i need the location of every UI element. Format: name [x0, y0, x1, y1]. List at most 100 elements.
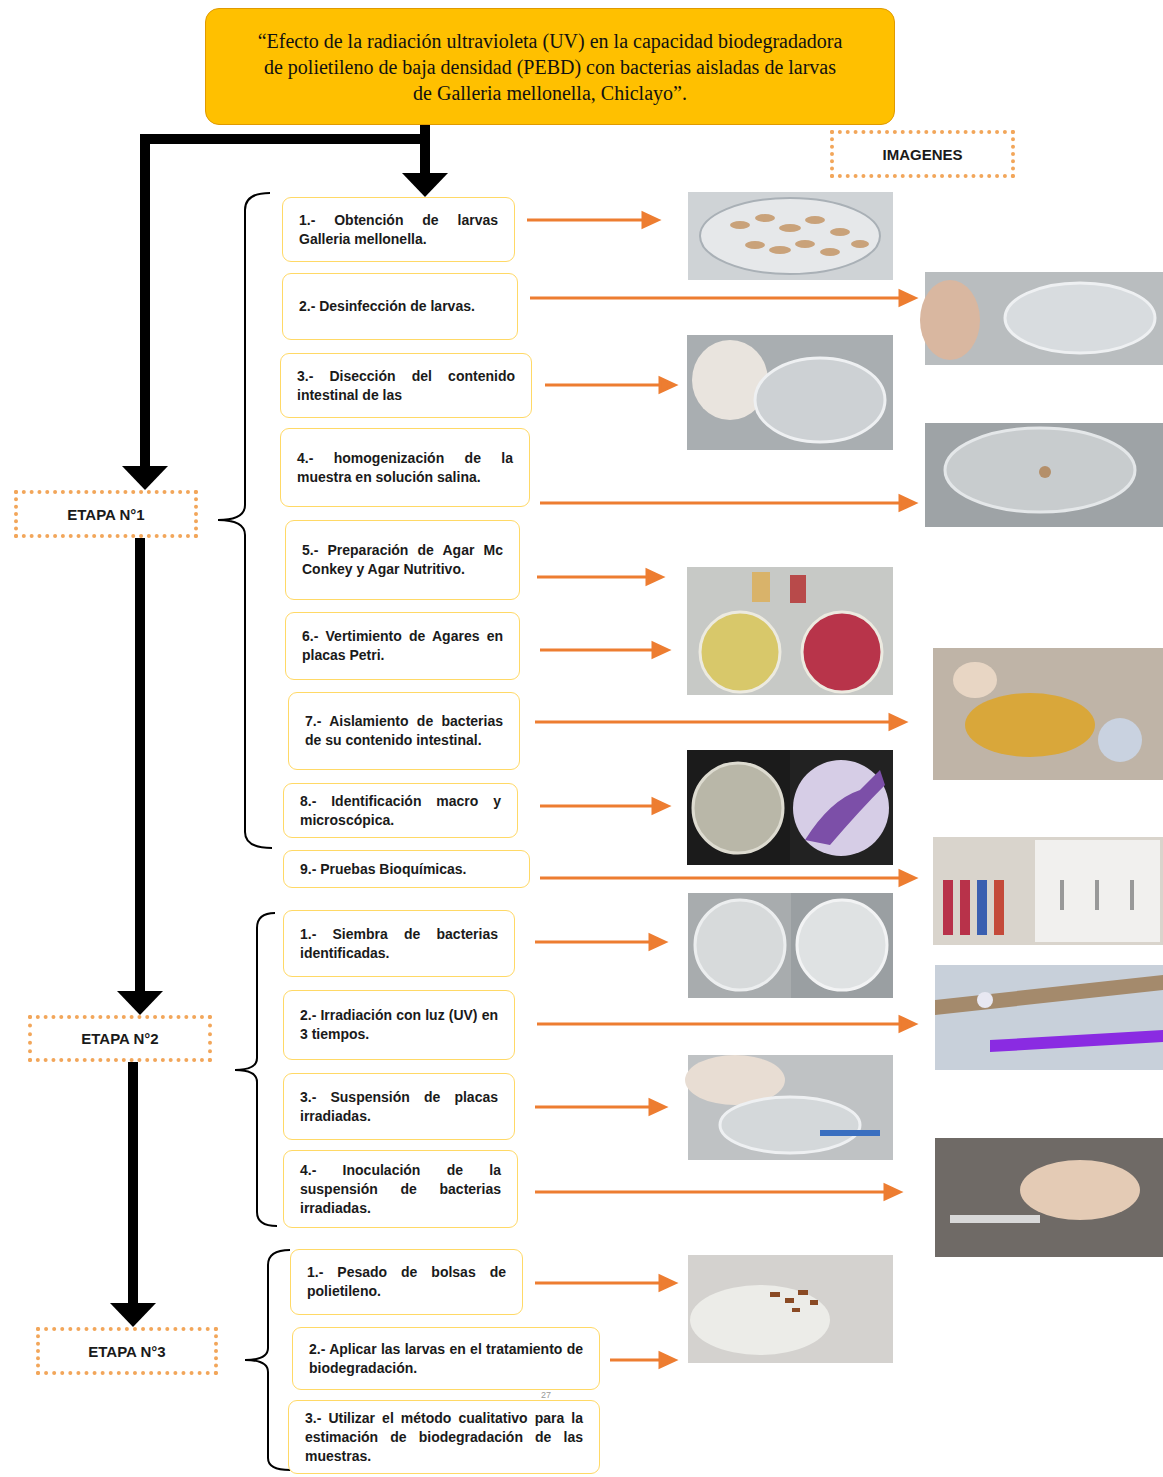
- leader-line: [535, 941, 652, 944]
- arrow-head: [122, 466, 168, 490]
- photo-bg: [935, 1138, 1163, 1257]
- process-box: 3.- Utilizar el método cualitativo para …: [288, 1400, 600, 1474]
- node-text: ETAPA N°1: [26, 506, 186, 523]
- test-tube: [943, 880, 953, 935]
- process-box: 1.- Pesado de bolsas de polietileno.: [290, 1249, 523, 1315]
- photo: [687, 335, 893, 450]
- larva: [779, 224, 801, 232]
- photo-bg: [688, 192, 893, 280]
- agar-plate: [802, 612, 882, 692]
- bracket: [218, 193, 272, 848]
- leader-line: [537, 1023, 902, 1026]
- larvae: [730, 214, 869, 256]
- plastic-pieces: [770, 1290, 818, 1312]
- photo-bg: [933, 837, 1163, 945]
- process-box: 3.- Disección del contenido intestinal d…: [280, 353, 532, 418]
- lamp-fixture: [977, 992, 993, 1008]
- photo-bg: [1035, 840, 1160, 942]
- leader-line: [535, 721, 892, 724]
- larva: [755, 214, 775, 222]
- hand: [920, 280, 980, 360]
- process-box: 2.- Desinfección de larvas.: [282, 273, 518, 340]
- larva: [730, 221, 750, 229]
- arrow-head: [653, 799, 668, 813]
- process-box: 2.- Irradiación con luz (UV) en 3 tiempo…: [283, 990, 515, 1060]
- process-box: 4.- homogenización de la muestra en solu…: [280, 428, 530, 507]
- stage-box: ETAPA N°2: [28, 1015, 212, 1062]
- leader-line: [540, 502, 902, 505]
- leader-line: [537, 576, 649, 579]
- photo: [687, 567, 893, 695]
- photo-bg: [688, 893, 791, 998]
- syringe: [950, 1215, 1040, 1223]
- arrow-head: [110, 1303, 156, 1327]
- process-box: 4.- Inoculación de la suspensión de bact…: [283, 1150, 518, 1228]
- photo: [925, 423, 1163, 527]
- arrow-head: [643, 213, 658, 227]
- arrow-head: [900, 871, 915, 885]
- pipette: [820, 1130, 880, 1136]
- leader-line: [530, 297, 902, 300]
- process-box: 2.- Aplicar las larvas en el tratamiento…: [292, 1327, 600, 1390]
- flow-arrow: [110, 1062, 156, 1327]
- photo-bg: [790, 750, 893, 865]
- node-text: “Efecto de la radiación ultravioleta (UV…: [254, 28, 846, 106]
- node-text: 2.- Irradiación con luz (UV) en 3 tiempo…: [300, 1006, 498, 1044]
- agar-plate: [965, 693, 1095, 757]
- bottle: [752, 572, 770, 602]
- node-text: 4.- homogenización de la muestra en solu…: [297, 449, 513, 487]
- leader-line: [535, 1191, 887, 1194]
- petri-dish: [700, 198, 880, 274]
- culture-plate: [695, 900, 785, 990]
- piece: [810, 1300, 818, 1305]
- uv-light: [990, 1030, 1163, 1052]
- arrow-head: [900, 496, 915, 510]
- piece: [792, 1308, 800, 1312]
- bottle: [790, 575, 806, 603]
- photo-bg: [687, 335, 893, 450]
- node-text: IMAGENES: [842, 146, 1003, 163]
- larva: [769, 246, 791, 254]
- node-text: 1.- Obtención de larvas Galleria mellone…: [299, 211, 498, 249]
- title-box: “Efecto de la radiación ultravioleta (UV…: [205, 8, 895, 125]
- leader-line: [545, 384, 662, 387]
- leader-arrows: [527, 213, 915, 1367]
- bracket: [245, 1250, 290, 1470]
- stained-cells: [805, 770, 885, 845]
- connector-line: [135, 538, 145, 991]
- strip: [1060, 880, 1064, 910]
- leader-line: [535, 1282, 662, 1285]
- node-text: ETAPA N°3: [48, 1343, 206, 1360]
- process-box: 5.- Preparación de Agar Mc Conkey y Agar…: [285, 520, 520, 600]
- culture-plate: [797, 900, 887, 990]
- stage-box: ETAPA N°1: [14, 490, 198, 538]
- process-box: 7.- Aislamiento de bacterias de su conte…: [288, 692, 520, 770]
- node-text: 3.- Suspensión de placas irradiadas.: [300, 1088, 498, 1126]
- page-number: 27: [541, 1391, 551, 1400]
- photo-bg: [687, 750, 790, 865]
- arrow-head: [117, 991, 163, 1015]
- agar-plate: [700, 612, 780, 692]
- node-text: 3.- Utilizar el método cualitativo para …: [305, 1409, 583, 1466]
- photo: [688, 1255, 893, 1363]
- strip: [1095, 880, 1099, 910]
- culture-plate: [693, 763, 783, 853]
- process-box: 3.- Suspensión de placas irradiadas.: [283, 1073, 515, 1140]
- process-box: 6.- Vertimiento de Agares en placas Petr…: [285, 612, 520, 680]
- microscope-field: [793, 760, 889, 856]
- piece: [798, 1290, 808, 1295]
- arrow-head: [900, 291, 915, 305]
- arrow-head: [660, 1353, 675, 1367]
- node-text: 8.- Identificación macro y microscópica.: [300, 792, 501, 830]
- photo-bg: [935, 965, 1163, 1070]
- flow-arrow: [117, 538, 163, 1015]
- arrow-head: [660, 1276, 675, 1290]
- arrow-head: [660, 378, 675, 392]
- photo-bg: [791, 893, 893, 998]
- photo: [933, 837, 1163, 945]
- node-text: 9.- Pruebas Bioquímicas.: [300, 860, 513, 879]
- piece: [785, 1298, 794, 1303]
